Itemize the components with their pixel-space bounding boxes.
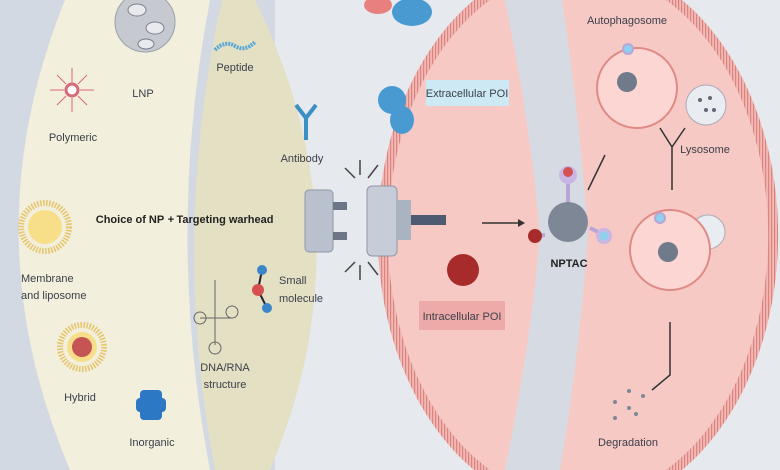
label-intracellular-poi: Intracellular POI [423, 311, 502, 323]
label-membrane: Membrane [21, 273, 74, 285]
label-inorganic: Inorganic [129, 437, 175, 449]
label-nptac: NPTAC [550, 258, 587, 270]
dna-rna-structure-icon [193, 280, 239, 355]
lnp-icon [114, 0, 176, 53]
extracellular-poi-icon [378, 0, 432, 134]
autophagosome-icon [596, 43, 678, 129]
nanoparticle-lens [18, 0, 210, 470]
inorganic-icon [136, 390, 166, 420]
membrane-liposome-icon [18, 200, 72, 254]
label-small: Small [279, 275, 307, 287]
intracellular-poi-box [419, 301, 505, 330]
lysosome-icon [685, 84, 727, 126]
label-polymeric: Polymeric [49, 132, 98, 144]
antibody-icon [294, 103, 318, 140]
red-protein-icon [364, 0, 392, 14]
label-lnp: LNP [132, 88, 153, 100]
spark-lines [344, 160, 379, 280]
arrow-to-degradation [651, 322, 671, 391]
intracellular-poi-icon [447, 254, 479, 286]
hybrid-icon [57, 322, 107, 372]
extracellular-poi-box [426, 80, 509, 106]
small-molecule-icon [252, 265, 272, 313]
peptide-icon [213, 40, 257, 52]
label-extracellular-poi: Extracellular POI [426, 88, 509, 100]
np-title: Choice of NP [96, 214, 164, 226]
polymeric-icon [50, 68, 94, 112]
warhead-title: Targeting warhead [177, 214, 274, 226]
label-structure: structure [204, 379, 247, 391]
label-hybrid: Hybrid [64, 392, 96, 404]
arrow-to-autophagosome [587, 154, 606, 191]
label-lysosome: Lysosome [680, 144, 730, 156]
arrowhead [518, 219, 525, 227]
label-autophagosome: Autophagosome [587, 15, 667, 27]
fusion-arrow [659, 127, 686, 190]
plug-icon [304, 189, 347, 253]
label-peptide: Peptide [216, 62, 253, 74]
plus-sign: + [168, 214, 174, 226]
label-antibody: Antibody [281, 153, 324, 165]
label-degradation: Degradation [598, 437, 658, 449]
gray-divider [505, 0, 588, 470]
socket-icon [366, 185, 446, 257]
warhead-lens [194, 0, 317, 470]
label-liposome: and liposome [21, 290, 86, 302]
label-dna-rna: DNA/RNA [200, 362, 250, 374]
autolysosome-icon [629, 209, 726, 291]
nptac-icon [528, 166, 612, 244]
label-molecule: molecule [279, 293, 323, 305]
degradation-fragments [613, 389, 645, 420]
